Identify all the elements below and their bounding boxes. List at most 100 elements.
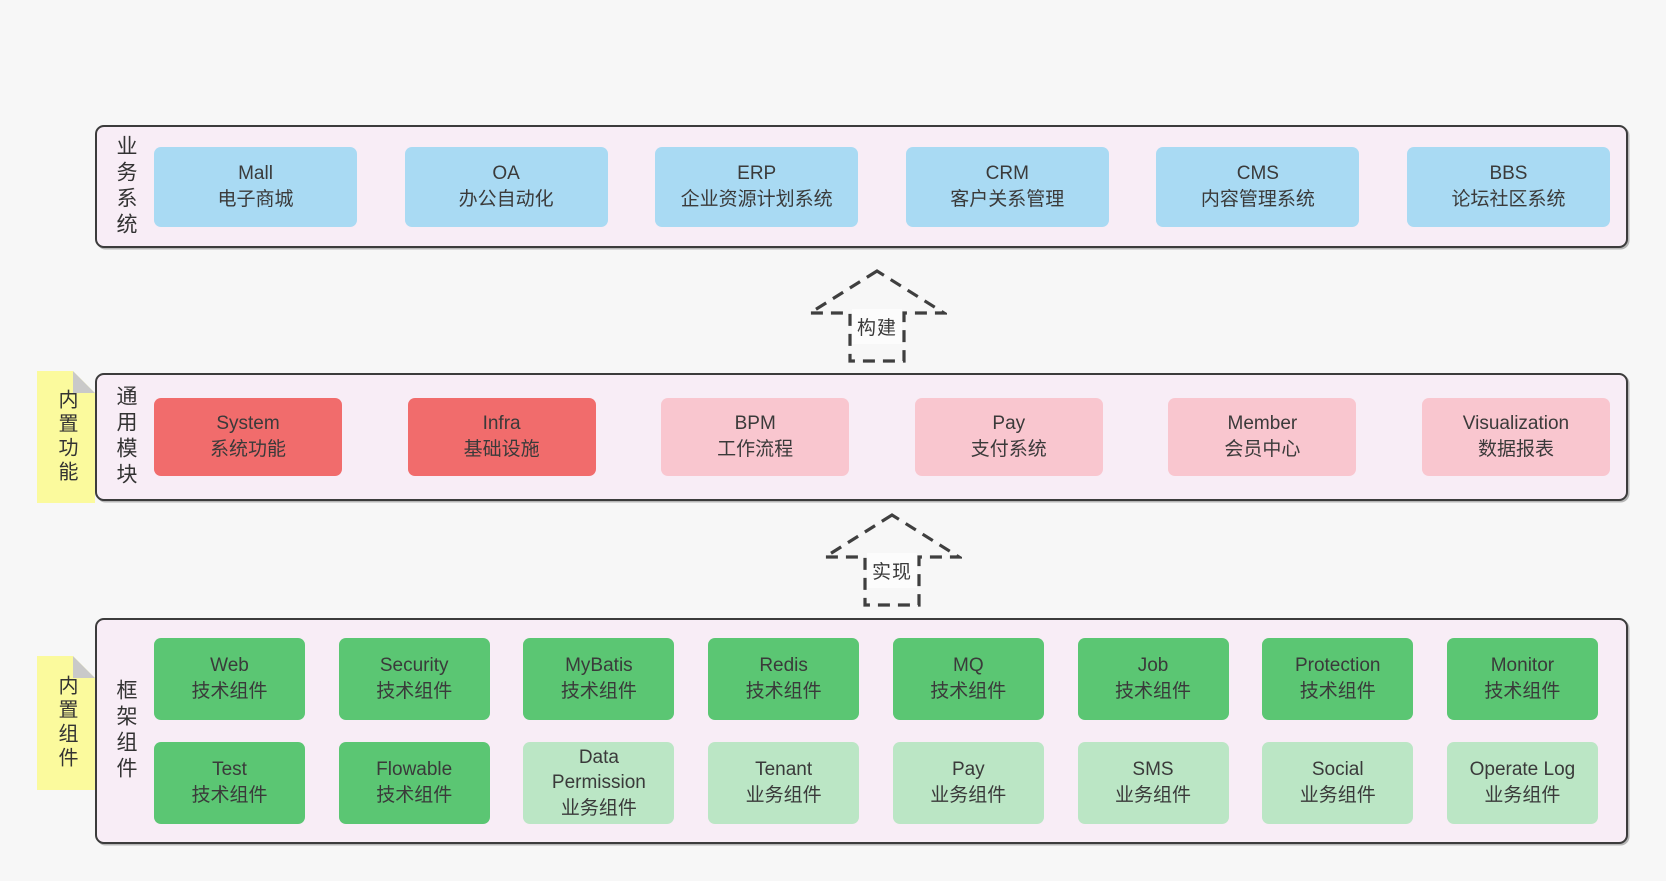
box-monitor: Monitor 技术组件 bbox=[1446, 638, 1598, 720]
box-name: BBS bbox=[1489, 162, 1528, 184]
box-desc: 内容管理系统 bbox=[1200, 188, 1315, 210]
box-pay-system: Pay 支付系统 bbox=[914, 398, 1103, 476]
box-desc: 客户关系管理 bbox=[950, 188, 1065, 210]
box-name: Flowable bbox=[376, 759, 453, 781]
box-social: Social 业务组件 bbox=[1262, 742, 1414, 824]
sticky-note-text: 内置功能 bbox=[55, 389, 77, 485]
box-name: Protection bbox=[1294, 655, 1381, 677]
dashed-up-arrow-icon bbox=[822, 513, 962, 607]
box-name: Pay bbox=[992, 413, 1026, 435]
box-name: CMS bbox=[1236, 162, 1279, 184]
box-mybatis: MyBatis 技术组件 bbox=[523, 638, 675, 720]
box-desc: 论坛社区系统 bbox=[1451, 188, 1566, 210]
band-business-systems-row: Mall 电子商城 OA 办公自动化 ERP 企业资源计划系统 CRM 客户关系… bbox=[154, 146, 1626, 227]
box-name: Redis bbox=[759, 655, 808, 677]
box-name: Member bbox=[1227, 413, 1298, 435]
framework-row-2: Test 技术组件 Flowable 技术组件 Data Permission … bbox=[154, 742, 1598, 824]
band-framework-components-label: 框架组件 bbox=[97, 620, 154, 842]
box-desc: 业务组件 bbox=[930, 785, 1007, 806]
box-bpm: BPM 工作流程 bbox=[661, 398, 850, 476]
box-name: BPM bbox=[734, 413, 776, 435]
box-desc: 技术组件 bbox=[560, 681, 637, 702]
box-infra: Infra 基础设施 bbox=[407, 398, 596, 476]
box-sms: SMS 业务组件 bbox=[1077, 742, 1229, 824]
band-common-modules-label: 通用模块 bbox=[97, 375, 154, 499]
box-name: OA bbox=[492, 162, 520, 184]
box-name: Security bbox=[379, 655, 449, 677]
implement-arrow-label: 实现 bbox=[866, 553, 918, 588]
box-desc: 技术组件 bbox=[745, 681, 822, 702]
sticky-note-text: 内置组件 bbox=[55, 675, 77, 771]
band-common-modules: 通用模块 System 系统功能 Infra 基础设施 BPM 工作流程 Pay… bbox=[95, 373, 1628, 501]
box-desc: 技术组件 bbox=[376, 785, 453, 806]
box-pay-component: Pay 业务组件 bbox=[892, 742, 1044, 824]
box-name: System bbox=[216, 413, 280, 435]
build-arrow: 构建 bbox=[807, 268, 947, 364]
sticky-note-builtin-components: 内置组件 bbox=[37, 656, 95, 790]
box-name: MyBatis bbox=[565, 655, 633, 677]
box-desc: 企业资源计划系统 bbox=[680, 188, 833, 210]
box-name: MQ bbox=[953, 655, 984, 677]
band-label-text: 通用模块 bbox=[114, 385, 137, 489]
folded-corner-icon bbox=[73, 656, 95, 678]
box-protection: Protection 技术组件 bbox=[1262, 638, 1414, 720]
box-desc: 系统功能 bbox=[209, 439, 286, 460]
box-oa: OA 办公自动化 bbox=[404, 146, 608, 227]
box-desc: 技术组件 bbox=[191, 785, 268, 806]
box-mq: MQ 技术组件 bbox=[892, 638, 1044, 720]
box-name: Data Permission bbox=[551, 746, 646, 794]
box-flowable: Flowable 技术组件 bbox=[338, 742, 490, 824]
box-name: SMS bbox=[1132, 759, 1174, 781]
band-framework-components: 框架组件 Web 技术组件 Security 技术组件 MyBatis 技术组件… bbox=[95, 618, 1628, 844]
box-name: Monitor bbox=[1490, 655, 1555, 677]
folded-corner-icon bbox=[73, 371, 95, 393]
box-desc: 业务组件 bbox=[1299, 785, 1376, 806]
box-redis: Redis 技术组件 bbox=[708, 638, 860, 720]
implement-arrow: 实现 bbox=[822, 512, 962, 608]
box-cms: CMS 内容管理系统 bbox=[1156, 146, 1360, 227]
box-name: Tenant bbox=[755, 759, 813, 781]
box-test: Test 技术组件 bbox=[154, 742, 305, 824]
box-job: Job 技术组件 bbox=[1077, 638, 1229, 720]
build-arrow-label: 构建 bbox=[851, 309, 903, 344]
box-desc: 技术组件 bbox=[930, 681, 1007, 702]
box-name: Test bbox=[212, 759, 247, 781]
box-name: Mall bbox=[238, 162, 273, 184]
box-system: System 系统功能 bbox=[154, 398, 342, 476]
box-visualization: Visualization 数据报表 bbox=[1421, 398, 1610, 476]
box-desc: 电子商城 bbox=[217, 188, 294, 210]
band-business-systems: 业务系统 Mall 电子商城 OA 办公自动化 ERP 企业资源计划系统 CRM… bbox=[95, 125, 1628, 248]
band-label-text: 业务系统 bbox=[114, 134, 137, 239]
box-desc: 技术组件 bbox=[376, 681, 453, 702]
box-name: Infra bbox=[482, 413, 521, 435]
box-desc: 支付系统 bbox=[970, 439, 1047, 460]
box-desc: 技术组件 bbox=[191, 681, 268, 702]
box-name: CRM bbox=[985, 162, 1029, 184]
band-common-modules-row: System 系统功能 Infra 基础设施 BPM 工作流程 Pay 支付系统… bbox=[154, 398, 1626, 476]
box-operate-log: Operate Log 业务组件 bbox=[1446, 742, 1598, 824]
box-desc: 业务组件 bbox=[745, 785, 822, 806]
sticky-note-builtin-features: 内置功能 bbox=[37, 371, 95, 503]
box-desc: 数据报表 bbox=[1477, 439, 1554, 460]
box-name: Social bbox=[1311, 759, 1364, 781]
box-name: Operate Log bbox=[1469, 759, 1576, 781]
band-label-text: 框架组件 bbox=[114, 679, 137, 783]
box-erp: ERP 企业资源计划系统 bbox=[655, 146, 859, 227]
box-desc: 基础设施 bbox=[463, 439, 540, 460]
box-desc: 办公自动化 bbox=[458, 188, 554, 210]
band-business-systems-label: 业务系统 bbox=[97, 127, 154, 246]
band-framework-components-grid: Web 技术组件 Security 技术组件 MyBatis 技术组件 Redi… bbox=[154, 638, 1626, 824]
box-desc: 工作流程 bbox=[717, 439, 794, 460]
box-bbs: BBS 论坛社区系统 bbox=[1406, 146, 1610, 227]
box-name: Web bbox=[210, 655, 249, 677]
box-desc: 技术组件 bbox=[1115, 681, 1192, 702]
box-name: Visualization bbox=[1462, 413, 1570, 435]
box-security: Security 技术组件 bbox=[338, 638, 490, 720]
box-data-permission: Data Permission 业务组件 bbox=[523, 742, 675, 824]
box-web: Web 技术组件 bbox=[154, 638, 305, 720]
box-desc: 技术组件 bbox=[1484, 681, 1561, 702]
box-desc: 技术组件 bbox=[1299, 681, 1376, 702]
framework-row-1: Web 技术组件 Security 技术组件 MyBatis 技术组件 Redi… bbox=[154, 638, 1598, 720]
box-name: Pay bbox=[951, 759, 985, 781]
